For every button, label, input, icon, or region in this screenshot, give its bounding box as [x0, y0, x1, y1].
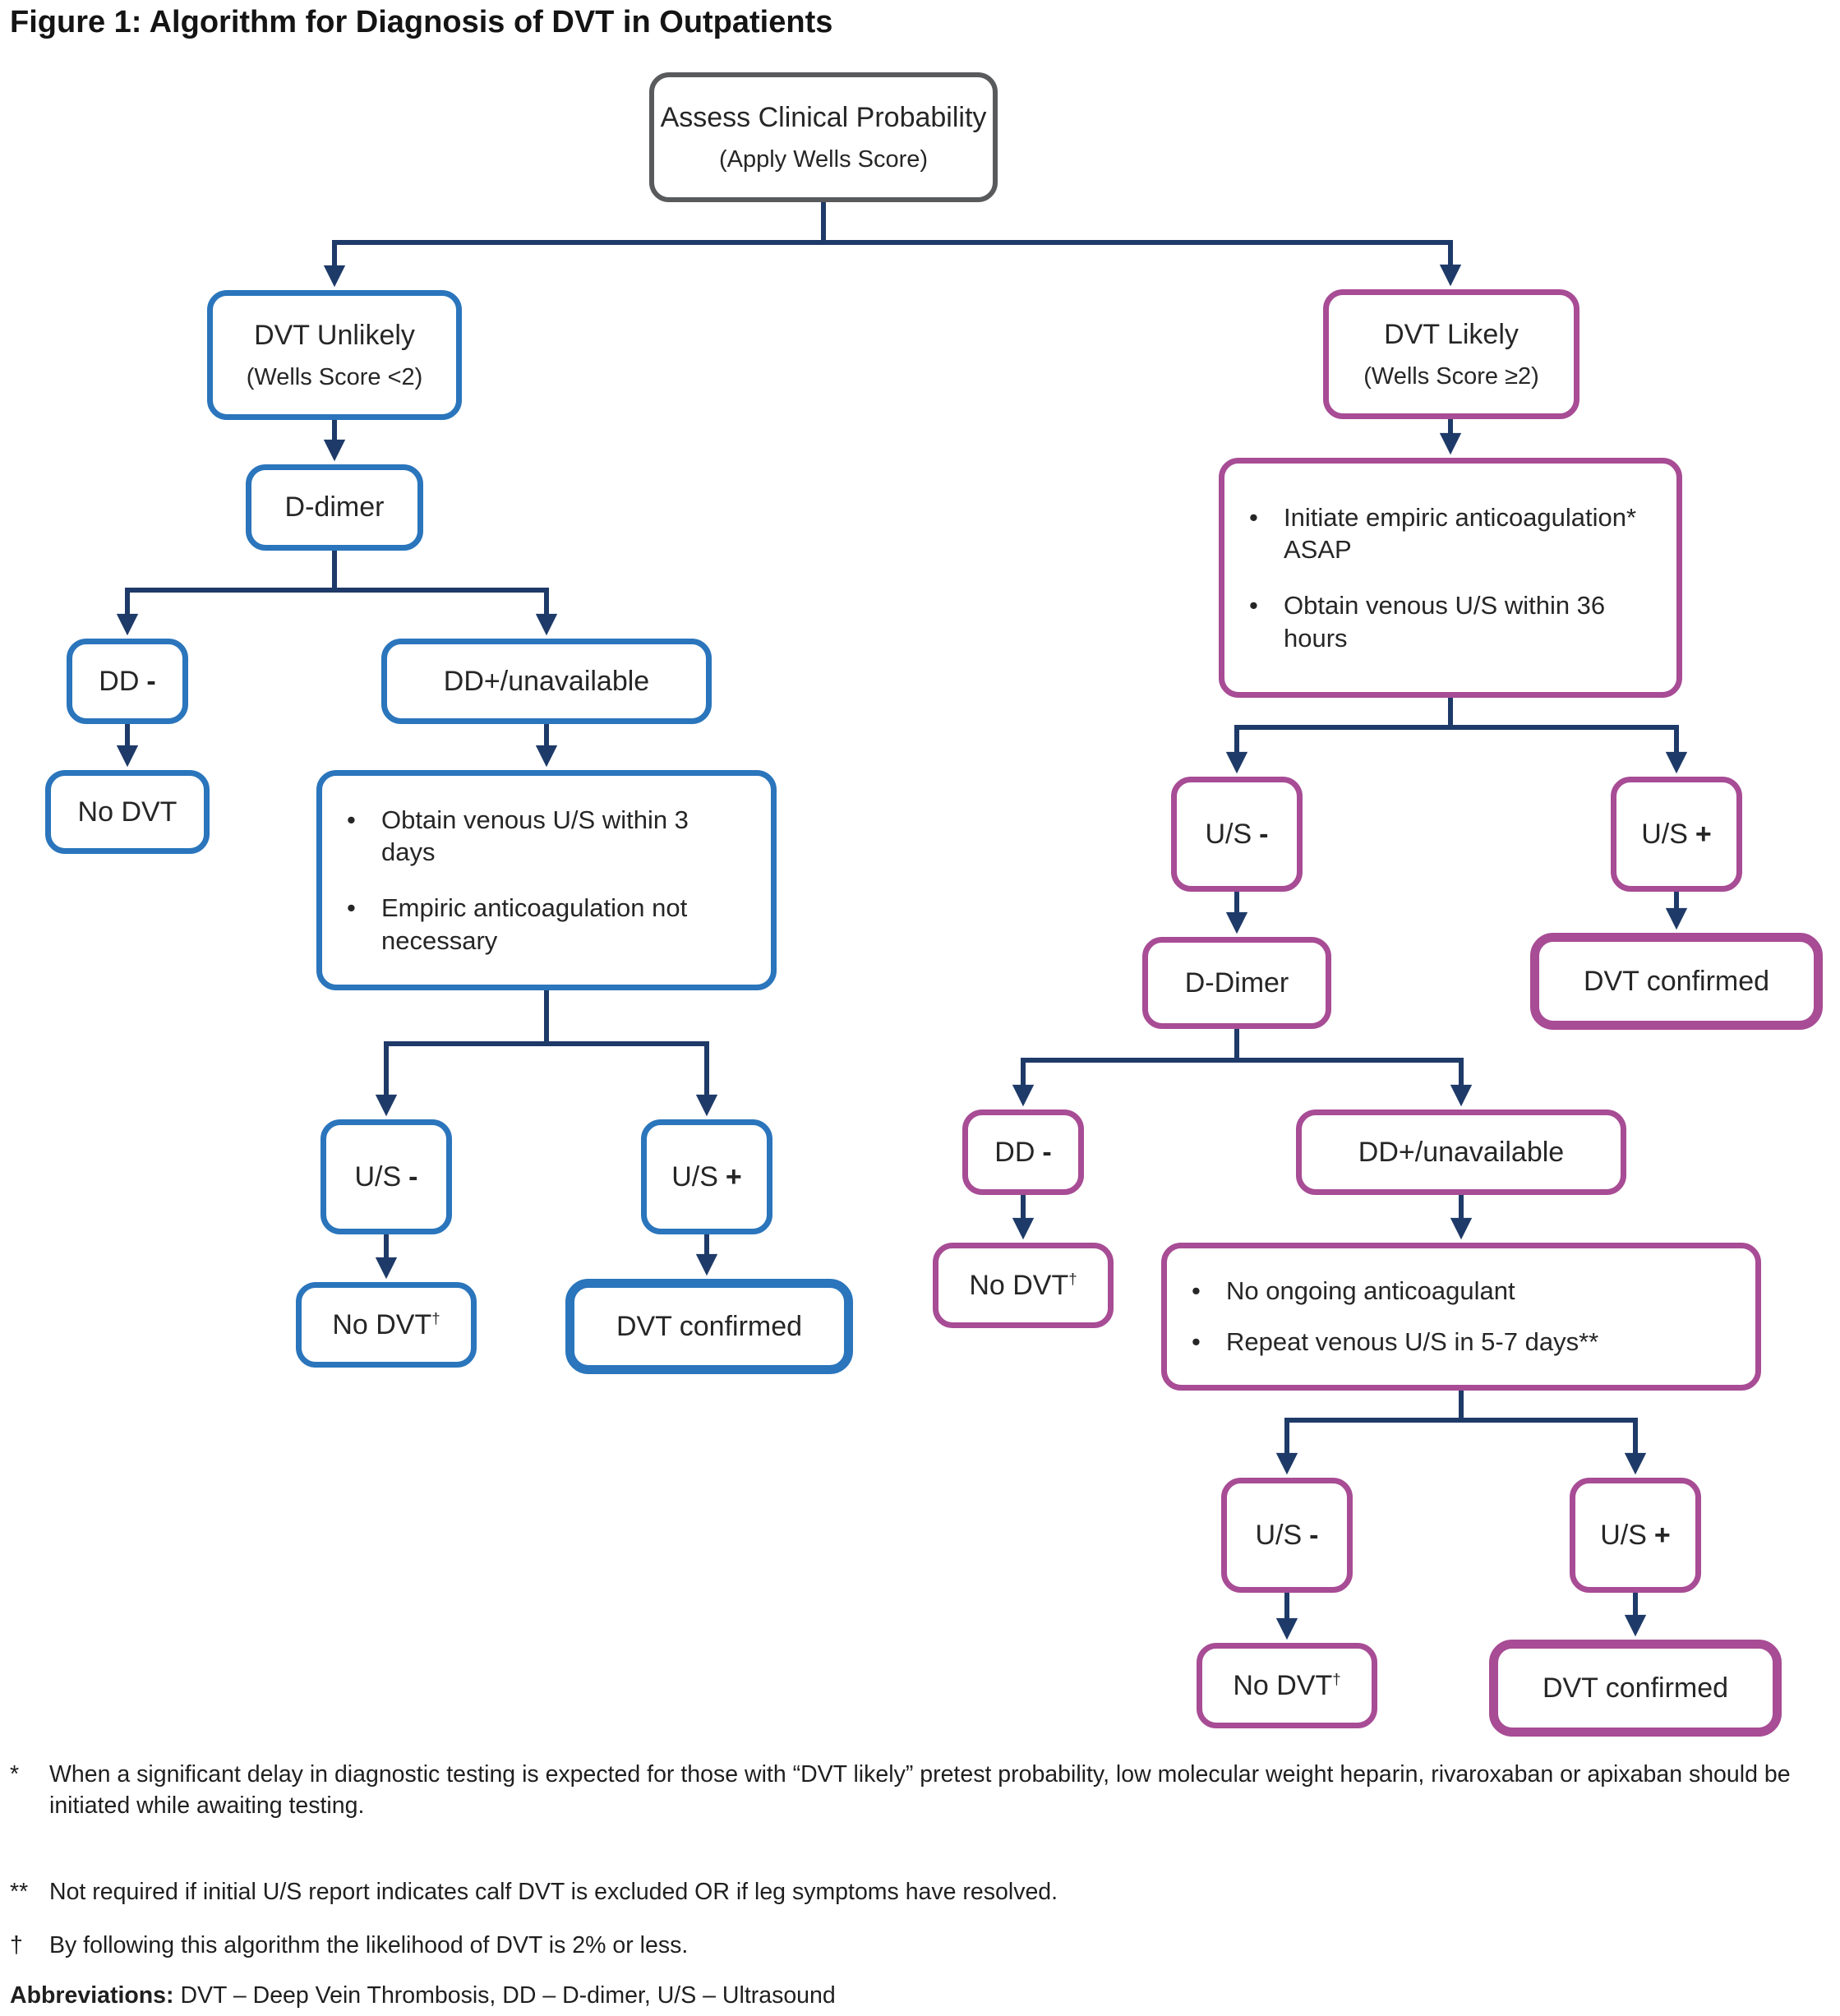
- footnote-marker: **: [10, 1879, 29, 1905]
- plus-sign: +: [725, 1160, 742, 1193]
- node-label: DD-: [99, 665, 156, 697]
- node-label: No DVT†: [1233, 1669, 1341, 1701]
- node-label: DVT confirmed: [616, 1310, 803, 1342]
- node-label: DD-: [994, 1136, 1052, 1168]
- node-no-dvt-dagger-right1: No DVT†: [933, 1243, 1114, 1328]
- dagger-superscript: †: [1332, 1670, 1341, 1688]
- node-label: U/S+: [1600, 1519, 1671, 1551]
- footnote-text: When a significant delay in diagnostic t…: [49, 1761, 1791, 1820]
- node-dvt-unlikely: DVT Unlikely (Wells Score <2): [207, 290, 462, 420]
- node-label: U/S-: [354, 1160, 418, 1193]
- node-us-positive-right1: U/S+: [1611, 777, 1742, 892]
- footnote-asterisk: * When a significant delay in diagnostic…: [10, 1759, 1828, 1821]
- footnote-text: By following this algorithm the likeliho…: [49, 1932, 689, 1958]
- node-label: DD+/unavailable: [1358, 1136, 1565, 1168]
- node-us-negative-right2: U/S-: [1221, 1478, 1353, 1593]
- node-dd-positive-unavailable-left: DD+/unavailable: [381, 639, 712, 724]
- node-label: U/S-: [1205, 818, 1269, 850]
- node-obtain-us-3-days: Obtain venous U/S within 3 days Empiric …: [316, 770, 777, 990]
- node-us-negative-right1: U/S-: [1171, 777, 1303, 892]
- bullet-item: Initiate empiric anticoagulation* ASAP: [1246, 501, 1655, 566]
- node-label: No DVT†: [332, 1308, 440, 1340]
- node-label: U/S-: [1255, 1519, 1319, 1551]
- bullet-list: No ongoing anticoagulant Repeat venous U…: [1188, 1275, 1734, 1358]
- node-d-dimer-right: D-Dimer: [1142, 937, 1331, 1029]
- node-label: D-Dimer: [1184, 966, 1289, 999]
- node-label: D-dimer: [284, 491, 385, 524]
- bullet-item: Repeat venous U/S in 5-7 days**: [1188, 1326, 1734, 1359]
- minus-sign: -: [146, 665, 156, 697]
- minus-sign: -: [1309, 1519, 1319, 1551]
- bullet-list: Initiate empiric anticoagulation* ASAP O…: [1246, 501, 1655, 655]
- node-us-positive-right2: U/S+: [1570, 1478, 1701, 1593]
- node-label: U/S+: [671, 1160, 742, 1193]
- node-label: No DVT: [77, 796, 178, 828]
- node-no-dvt-dagger-left: No DVT†: [296, 1282, 477, 1368]
- footnote-marker: *: [10, 1761, 20, 1788]
- node-label: DVT Likely: [1384, 318, 1519, 350]
- plus-sign: +: [1653, 1519, 1671, 1551]
- abbreviations-label: Abbreviations:: [10, 1982, 174, 2009]
- footnote-double-asterisk: ** Not required if initial U/S report in…: [10, 1876, 1828, 1908]
- node-assess-clinical-probability: Assess Clinical Probability (Apply Wells…: [649, 72, 998, 202]
- minus-sign: -: [408, 1160, 418, 1193]
- node-d-dimer-left: D-dimer: [246, 464, 423, 551]
- abbreviations-text: DVT – Deep Vein Thrombosis, DD – D-dimer…: [173, 1982, 836, 2009]
- bullet-list: Obtain venous U/S within 3 days Empiric …: [344, 804, 749, 957]
- node-dd-negative-left: DD-: [67, 639, 188, 724]
- node-initiate-anticoagulation: Initiate empiric anticoagulation* ASAP O…: [1219, 458, 1682, 698]
- node-label: DVT confirmed: [1583, 965, 1770, 997]
- node-label: U/S+: [1641, 818, 1712, 850]
- footnote-dagger: † By following this algorithm the likeli…: [10, 1930, 1828, 1961]
- node-label: Assess Clinical Probability: [660, 101, 987, 133]
- node-label: DVT Unlikely: [254, 319, 415, 351]
- minus-sign: -: [1259, 818, 1269, 850]
- minus-sign: -: [1042, 1136, 1052, 1168]
- footnote-text: Not required if initial U/S report indic…: [49, 1879, 1058, 1905]
- node-us-positive-left: U/S+: [641, 1119, 772, 1234]
- node-no-dvt-dagger-right2: No DVT†: [1197, 1643, 1377, 1728]
- node-dd-positive-unavailable-right: DD+/unavailable: [1296, 1109, 1626, 1195]
- node-dvt-confirmed-left: DVT confirmed: [565, 1279, 853, 1374]
- abbreviations-line: Abbreviations: DVT – Deep Vein Thrombosi…: [10, 1982, 836, 2009]
- node-sublabel: (Wells Score <2): [246, 363, 423, 390]
- bullet-item: Empiric anticoagulation not necessary: [344, 892, 749, 957]
- node-repeat-us-5-7-days: No ongoing anticoagulant Repeat venous U…: [1161, 1243, 1761, 1391]
- node-dvt-confirmed-right1: DVT confirmed: [1530, 933, 1823, 1030]
- bullet-item: No ongoing anticoagulant: [1188, 1275, 1734, 1308]
- connector-trunks: [125, 202, 1679, 1423]
- connector-arrows: [116, 242, 1688, 1640]
- node-dd-negative-right: DD-: [962, 1109, 1084, 1195]
- node-sublabel: (Wells Score ≥2): [1363, 362, 1539, 390]
- bullet-item: Obtain venous U/S within 36 hours: [1246, 589, 1655, 654]
- figure-title: Figure 1: Algorithm for Diagnosis of DVT…: [10, 5, 833, 39]
- node-label: DD+/unavailable: [443, 665, 650, 697]
- bullet-item: Obtain venous U/S within 3 days: [344, 804, 749, 869]
- footnote-marker: †: [10, 1932, 23, 1958]
- plus-sign: +: [1695, 818, 1712, 850]
- node-label: DVT confirmed: [1542, 1672, 1729, 1704]
- node-sublabel: (Apply Wells Score): [718, 145, 929, 173]
- node-no-dvt-left: No DVT: [45, 770, 210, 854]
- dagger-superscript: †: [431, 1309, 440, 1327]
- node-dvt-likely: DVT Likely (Wells Score ≥2): [1323, 289, 1579, 419]
- dagger-superscript: †: [1068, 1270, 1077, 1288]
- node-label: No DVT†: [969, 1269, 1077, 1301]
- node-dvt-confirmed-right2: DVT confirmed: [1489, 1640, 1782, 1737]
- node-us-negative-left: U/S-: [321, 1119, 452, 1234]
